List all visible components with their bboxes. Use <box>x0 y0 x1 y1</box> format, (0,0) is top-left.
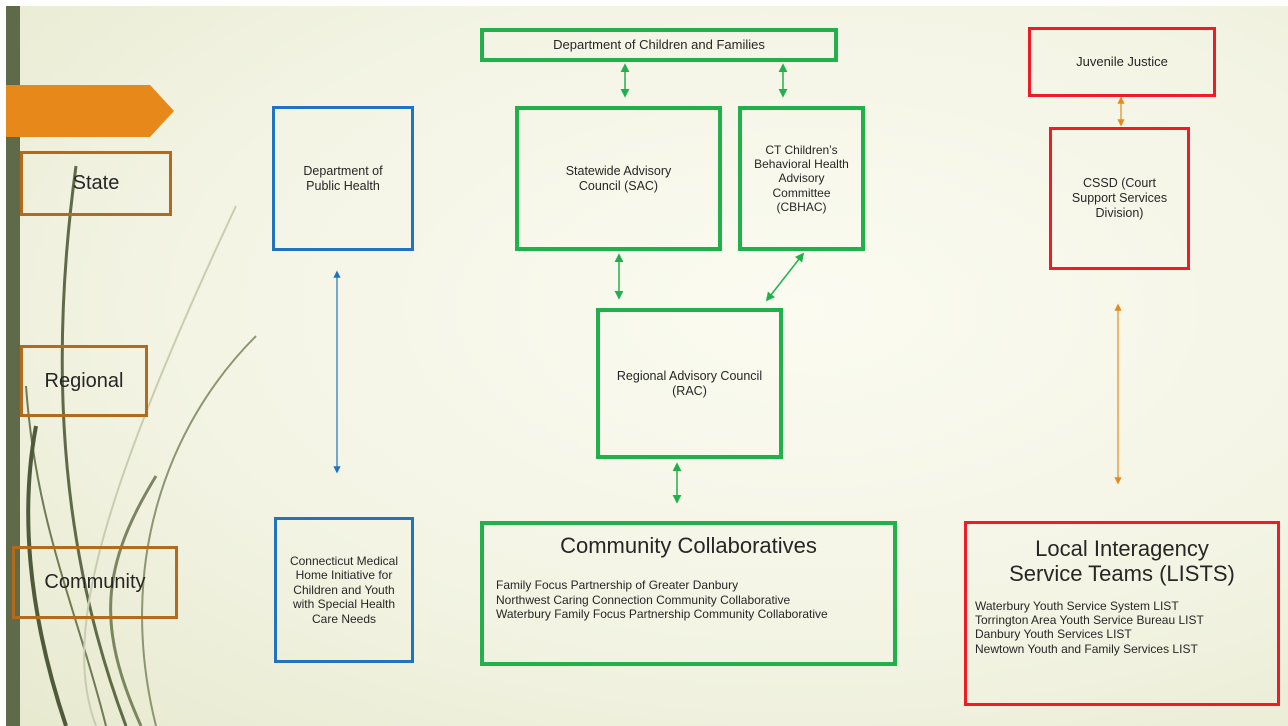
rac-label: Regional Advisory Council (RAC) <box>616 368 763 398</box>
lists-items: Waterbury Youth Service System LIST Torr… <box>975 599 1269 657</box>
level-regional: Regional <box>20 345 148 417</box>
slide: State Regional Community Department o <box>6 6 1288 726</box>
box-sac: Statewide Advisory Council (SAC) <box>515 106 722 251</box>
box-rac: Regional Advisory Council (RAC) <box>596 308 783 459</box>
list-item: Torrington Area Youth Service Bureau LIS… <box>975 612 1204 627</box>
box-cmhi: Connecticut Medical Home Initiative for … <box>274 517 414 663</box>
cbhac-label: CT Children’s Behavioral Health Advisory… <box>754 142 849 215</box>
level-community-label: Community <box>44 571 146 593</box>
community-collaboratives-list: Family Focus Partnership of Greater Danb… <box>496 578 881 621</box>
box-dcf: Department of Children and Families <box>480 28 838 62</box>
decorative-swoosh <box>25 165 257 726</box>
level-community: Community <box>12 546 178 619</box>
level-regional-label: Regional <box>44 369 124 392</box>
box-lists: Local Interagency Service Teams (LISTS) … <box>964 521 1280 706</box>
box-juvenile-justice: Juvenile Justice <box>1028 27 1216 97</box>
sac-label: Statewide Advisory Council (SAC) <box>565 163 672 193</box>
cssd-label: CSSD (Court Support Services Division) <box>1071 176 1168 220</box>
list-item: Danbury Youth Services LIST <box>975 627 1132 642</box>
list-item: Northwest Caring Connection Community Co… <box>496 592 791 607</box>
arrow-cbhac-rac <box>765 252 805 302</box>
list-item: Newtown Youth and Family Services LIST <box>975 641 1198 656</box>
box-cssd: CSSD (Court Support Services Division) <box>1049 127 1190 270</box>
dcf-label: Department of Children and Families <box>553 37 765 53</box>
box-cbhac: CT Children’s Behavioral Health Advisory… <box>738 106 865 251</box>
dph-label: Department of Public Health <box>303 163 383 193</box>
list-item: Waterbury Family Focus Partnership Commu… <box>496 607 828 622</box>
list-item: Family Focus Partnership of Greater Danb… <box>496 578 739 593</box>
level-state-label: State <box>72 172 120 194</box>
box-community-collaboratives: Community Collaboratives Family Focus Pa… <box>480 521 897 666</box>
community-collaboratives-title: Community Collaboratives <box>560 533 817 558</box>
box-dph: Department of Public Health <box>272 106 414 251</box>
lists-title: Local Interagency Service Teams (LISTS) <box>1009 536 1235 587</box>
juvenile-justice-label: Juvenile Justice <box>1076 54 1168 70</box>
arrow-tab-shape <box>6 85 174 137</box>
level-state: State <box>20 151 172 216</box>
cmhi-label: Connecticut Medical Home Initiative for … <box>289 554 399 626</box>
list-item: Waterbury Youth Service System LIST <box>975 598 1179 613</box>
